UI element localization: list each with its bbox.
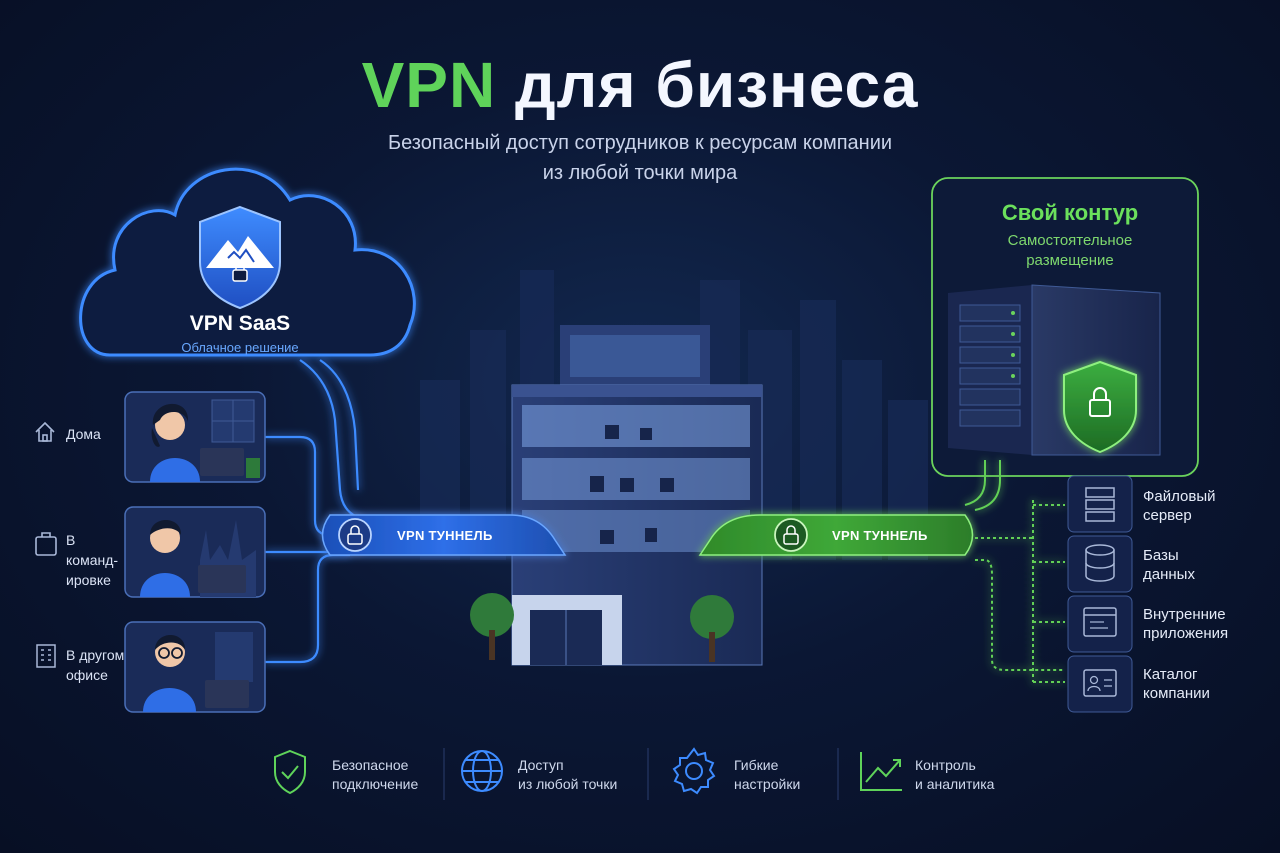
person-card-trip [124, 506, 266, 598]
location-trip-label: В команд- ировке [66, 530, 118, 590]
subtitle-line-1: Безопасный доступ сотрудников к ресурсам… [387, 132, 893, 154]
resource-file-server-line-2: сервер [1143, 507, 1192, 524]
location-home-line-1: Дома [66, 426, 101, 442]
title-rest: для бизнеса [514, 49, 919, 121]
suitcase-icon [35, 532, 57, 556]
tunnel-green [698, 514, 974, 556]
resource-file-server-label: Файловый сервер [1143, 487, 1216, 525]
page-subtitle: Безопасный доступ сотрудников к ресурсам… [340, 128, 940, 188]
tree-right [690, 595, 734, 662]
own-infra-subtitle-line-1: Самостоятельное [1007, 232, 1133, 249]
location-trip-line-1: В [66, 532, 76, 548]
resource-directory-label: Каталог компании [1143, 665, 1210, 703]
location-office-line-2: офисе [66, 667, 108, 683]
feature-analytics-line-1: Контроль [915, 757, 976, 773]
feature-access-line-2: из любой точки [518, 776, 618, 792]
feature-secure-line-1: Безопасное [332, 757, 409, 773]
feature-analytics-label: Контроль и аналитика [915, 756, 994, 794]
app-window-icon [1067, 595, 1133, 653]
cloud-title: VPN SaaS [189, 312, 291, 335]
gear-icon [672, 747, 716, 795]
page-title: VPN для бизнеса [0, 48, 1280, 122]
location-office-line-1: В другом [66, 647, 125, 663]
tunnel-left-label: VPN ТУННЕЛЬ [397, 528, 493, 543]
location-trip-line-3: ировке [66, 572, 111, 588]
resource-database-line-2: данных [1143, 566, 1195, 583]
globe-icon [461, 750, 503, 792]
database-icon [1067, 535, 1133, 593]
person-card-office [124, 621, 266, 713]
location-home-label: Дома [66, 424, 101, 444]
resource-directory-line-2: компании [1143, 685, 1210, 702]
mountain-shield-lock-icon [199, 205, 281, 310]
home-icon [35, 421, 55, 442]
green-connections [964, 460, 1065, 683]
feature-settings-line-2: настройки [734, 776, 801, 792]
blue-connections [265, 359, 361, 664]
person-card-home [124, 391, 266, 483]
location-office-label: В другом офисе [66, 645, 124, 685]
title-accent: VPN [361, 49, 497, 121]
resource-apps-line-1: Внутренние [1143, 606, 1226, 623]
resource-apps-line-2: приложения [1143, 625, 1229, 642]
feature-settings-label: Гибкие настройки [734, 756, 800, 794]
tunnel-right-label: VPN ТУННЕЛЬ [832, 528, 928, 543]
shield-check-icon [274, 749, 306, 795]
own-infra-title: Свой контур [1001, 200, 1139, 225]
feature-analytics-line-2: и аналитика [915, 776, 995, 792]
feature-access-line-1: Доступ [518, 757, 564, 773]
location-trip-line-2: команд- [66, 552, 119, 568]
resource-database-line-1: Базы [1143, 547, 1179, 564]
own-infra-subtitle-line-2: размещение [1026, 252, 1114, 269]
contact-card-icon [1067, 655, 1133, 713]
feature-separators [443, 748, 839, 800]
resource-file-server-line-1: Файловый [1143, 488, 1216, 505]
feature-settings-line-1: Гибкие [734, 757, 779, 773]
feature-secure-label: Безопасное подключение [332, 756, 418, 794]
resource-apps-label: Внутренние приложения [1143, 605, 1228, 643]
server-rack-shield-icon [948, 284, 1161, 456]
own-infra-subtitle: Самостоятельное размещение [940, 231, 1200, 271]
subtitle-line-2: из любой точки мира [542, 162, 738, 184]
resource-database-label: Базы данных [1143, 546, 1195, 584]
chart-line-icon [860, 752, 902, 791]
office-building-icon [36, 644, 56, 668]
cloud-subtitle: Облачное решение [181, 340, 299, 355]
tunnel-blue [321, 514, 567, 556]
file-server-icon [1067, 475, 1133, 533]
tree-left [470, 593, 514, 660]
feature-secure-line-2: подключение [332, 776, 419, 792]
resource-directory-line-1: Каталог [1143, 666, 1198, 683]
feature-access-label: Доступ из любой точки [518, 756, 617, 794]
